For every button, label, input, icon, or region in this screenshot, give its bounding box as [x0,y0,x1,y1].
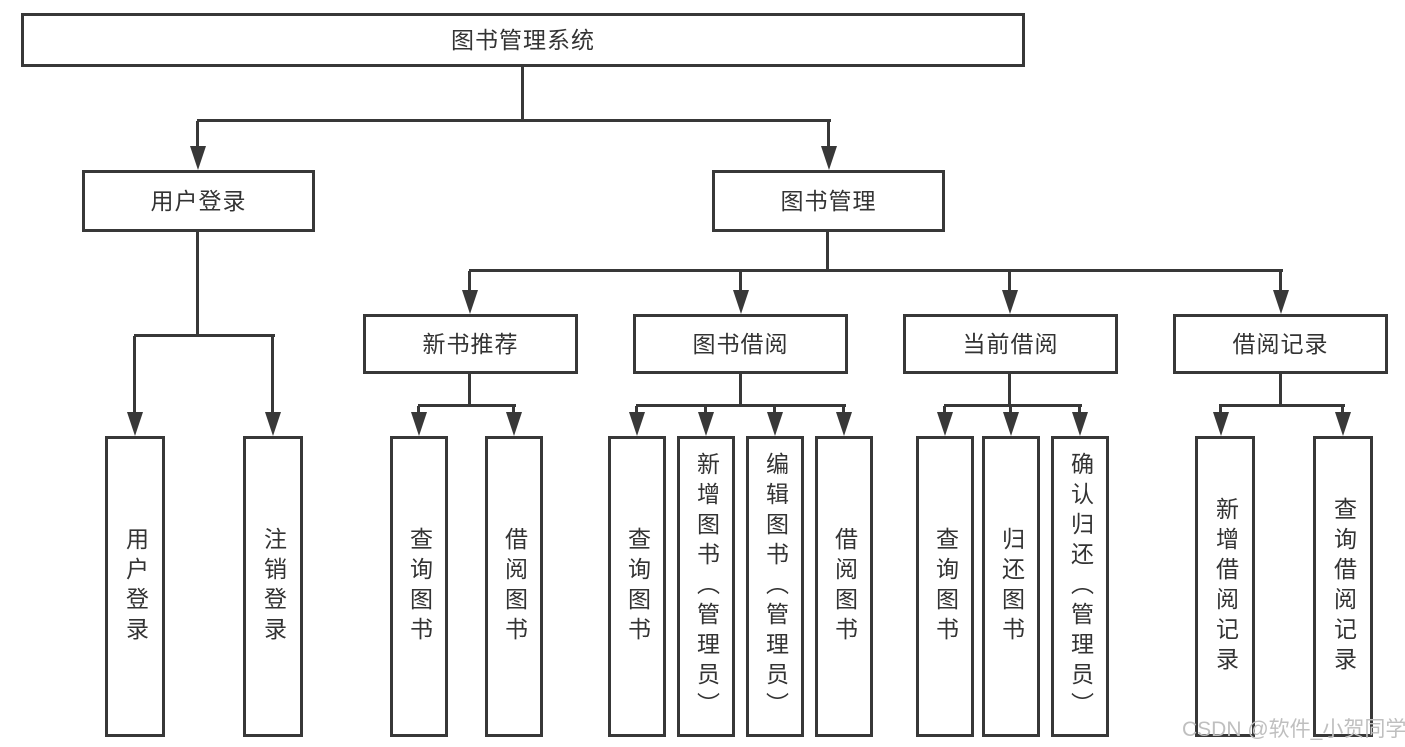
arrowhead-icon [190,146,206,170]
connector-stem-leaf [842,406,845,414]
connector-bookborrow-stem [739,374,742,407]
leaf-query-borrow-record: 查询借阅记录 [1313,436,1373,737]
arrowhead-icon [127,412,143,436]
arrowhead-icon [821,146,837,170]
arrowhead-icon [1273,290,1289,314]
connector-root-stem [521,67,524,122]
node-borrow-records: 借阅记录 [1173,314,1388,374]
leaf-logout: 注销登录 [243,436,303,737]
connector-stem-leaf [635,406,638,414]
node-new-book-recommend: 新书推荐 [363,314,578,374]
leaf-add-book-admin: 新增图书（管理员） [677,436,735,737]
connector-newbooks-hbar [418,404,516,407]
csdn-watermark: CSDN @软件_小贺同学 [1182,718,1405,741]
connector-stem-leaf [417,406,420,414]
arrowhead-icon [733,290,749,314]
node-current-borrow: 当前借阅 [903,314,1118,374]
connector-stem-leaf-user-login [133,336,136,414]
leaf-borrow-book: 借阅图书 [815,436,873,737]
leaf-add-borrow-record: 新增借阅记录 [1195,436,1255,737]
connector-bookmgmt-stem [826,232,829,272]
connector-root-hbar [197,119,831,122]
arrowhead-icon [767,412,783,436]
arrowhead-icon [629,412,645,436]
connector-newbooks-stem [468,374,471,407]
leaf-confirm-return-admin: 确认归还（管理员） [1051,436,1109,737]
arrowhead-icon [1002,290,1018,314]
arrowhead-icon [1072,412,1088,436]
connector-currentborrow-hbar [944,404,1082,407]
arrowhead-icon [698,412,714,436]
connector-currentborrow-stem [1008,374,1011,407]
node-book-borrow: 图书借阅 [633,314,848,374]
connector-stem-leaf [704,406,707,414]
connector-stem-borrow-records [1279,271,1282,292]
connector-userlogin-hbar [134,334,275,337]
arrowhead-icon [462,290,478,314]
arrowhead-icon [836,412,852,436]
leaf-user-login: 用户登录 [105,436,165,737]
arrowhead-icon [265,412,281,436]
leaf-return-book: 归还图书 [982,436,1040,737]
connector-borrowrecords-hbar [1219,404,1345,407]
connector-bookborrow-hbar [636,404,846,407]
arrowhead-icon [411,412,427,436]
connector-bookmgmt-hbar [469,269,1283,272]
node-root-system: 图书管理系统 [21,13,1025,67]
connector-stem-current-borrow [1008,271,1011,292]
node-book-management: 图书管理 [712,170,945,232]
leaf-query-book: 查询图书 [916,436,974,737]
connector-stem-new-books [468,271,471,292]
connector-stem-leaf-logout [271,336,274,414]
connector-borrowrecords-stem [1279,374,1282,407]
node-user-login: 用户登录 [82,170,315,232]
arrowhead-icon [506,412,522,436]
connector-stem-book-mgmt [827,121,830,148]
connector-stem-book-borrow [739,271,742,292]
leaf-query-book: 查询图书 [608,436,666,737]
connector-stem-leaf [943,406,946,414]
connector-stem-user-login [196,121,199,148]
arrowhead-icon [1335,412,1351,436]
connector-stem-leaf [1009,406,1012,414]
arrowhead-icon [1003,412,1019,436]
leaf-edit-book-admin: 编辑图书（管理员） [746,436,804,737]
connector-stem-leaf [773,406,776,414]
connector-stem-leaf [1341,406,1344,414]
leaf-query-book: 查询图书 [390,436,448,737]
connector-stem-leaf [1219,406,1222,414]
leaf-borrow-book: 借阅图书 [485,436,543,737]
connector-stem-leaf [1078,406,1081,414]
connector-userlogin-stem [196,232,199,337]
connector-stem-leaf [512,406,515,414]
arrowhead-icon [937,412,953,436]
arrowhead-icon [1213,412,1229,436]
